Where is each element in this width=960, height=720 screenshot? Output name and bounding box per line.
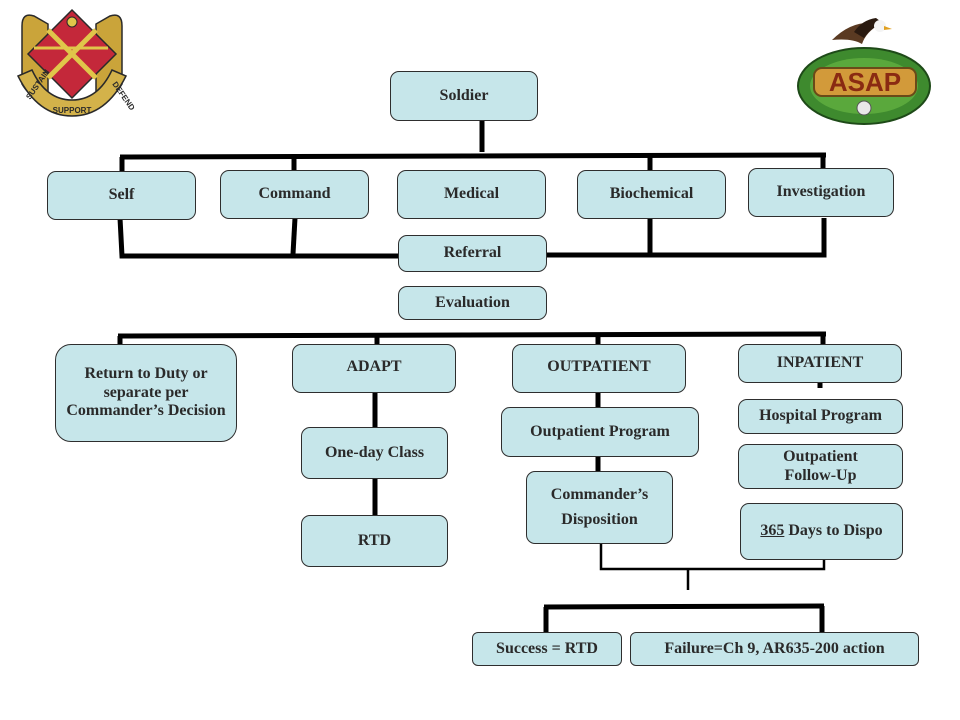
node-soldier: Soldier xyxy=(390,71,538,121)
node-inpatient: INPATIENT xyxy=(738,344,902,383)
node-outpatient-follow-up: Outpatient Follow-Up xyxy=(738,444,903,489)
dispo-days-suffix: Days to Dispo xyxy=(784,522,883,540)
node-success-rtd-label: Success = RTD xyxy=(496,639,598,657)
node-medical: Medical xyxy=(397,170,546,219)
node-evaluation-label: Evaluation xyxy=(435,293,510,311)
node-rtd-label: RTD xyxy=(357,531,392,549)
army-installation-crest-icon: SUSTAIN SUPPORT DEFEND xyxy=(16,8,136,117)
node-outpatient-follow-up-label: Outpatient Follow-Up xyxy=(783,447,858,484)
node-referral-label: Referral xyxy=(443,244,502,262)
node-commanders-disposition: Commander’s Disposition xyxy=(526,471,673,544)
node-365-days-to-dispo: 365 Days to Dispo xyxy=(740,503,903,560)
node-failure-action-label: Failure=Ch 9, AR635-200 action xyxy=(664,639,885,657)
crest-motto-center: SUPPORT xyxy=(53,106,92,115)
asap-badge-text: ASAP xyxy=(829,67,901,97)
node-outpatient-program: Outpatient Program xyxy=(501,407,699,457)
node-rtd: RTD xyxy=(301,515,448,567)
node-outpatient-label: OUTPATIENT xyxy=(547,358,651,375)
node-commanders-disposition-label: Commander’s Disposition xyxy=(550,485,649,528)
node-evaluation: Evaluation xyxy=(398,286,547,320)
node-adapt-label: ADAPT xyxy=(346,358,402,375)
asap-eagle-badge-icon: ASAP xyxy=(797,18,931,125)
node-hospital-program-label: Hospital Program xyxy=(759,407,882,425)
node-365-days-to-dispo-label: 365 Days to Dispo xyxy=(760,522,882,541)
node-self-label: Self xyxy=(108,186,135,204)
node-investigation: Investigation xyxy=(748,168,894,217)
node-return-to-duty: Return to Duty or separate per Commander… xyxy=(55,344,237,442)
node-one-day-class-label: One-day Class xyxy=(324,443,425,461)
node-biochemical: Biochemical xyxy=(577,170,726,219)
node-self: Self xyxy=(47,171,196,220)
node-hospital-program: Hospital Program xyxy=(738,399,903,434)
node-inpatient-label: INPATIENT xyxy=(776,354,864,371)
node-referral: Referral xyxy=(398,235,547,272)
node-command-label: Command xyxy=(258,185,331,203)
node-biochemical-label: Biochemical xyxy=(609,185,694,203)
node-failure-action: Failure=Ch 9, AR635-200 action xyxy=(630,632,919,666)
node-soldier-label: Soldier xyxy=(439,86,489,104)
node-medical-label: Medical xyxy=(443,185,500,203)
node-investigation-label: Investigation xyxy=(776,183,866,201)
crest-motto-right: DEFEND xyxy=(110,80,136,112)
dispo-days-value: 365 xyxy=(760,522,785,540)
node-adapt: ADAPT xyxy=(292,344,456,393)
node-outpatient: OUTPATIENT xyxy=(512,344,686,393)
node-outpatient-program-label: Outpatient Program xyxy=(530,422,670,440)
node-return-to-duty-label: Return to Duty or separate per Commander… xyxy=(66,364,226,420)
node-one-day-class: One-day Class xyxy=(301,427,448,479)
node-success-rtd: Success = RTD xyxy=(472,632,622,666)
node-command: Command xyxy=(220,170,369,219)
